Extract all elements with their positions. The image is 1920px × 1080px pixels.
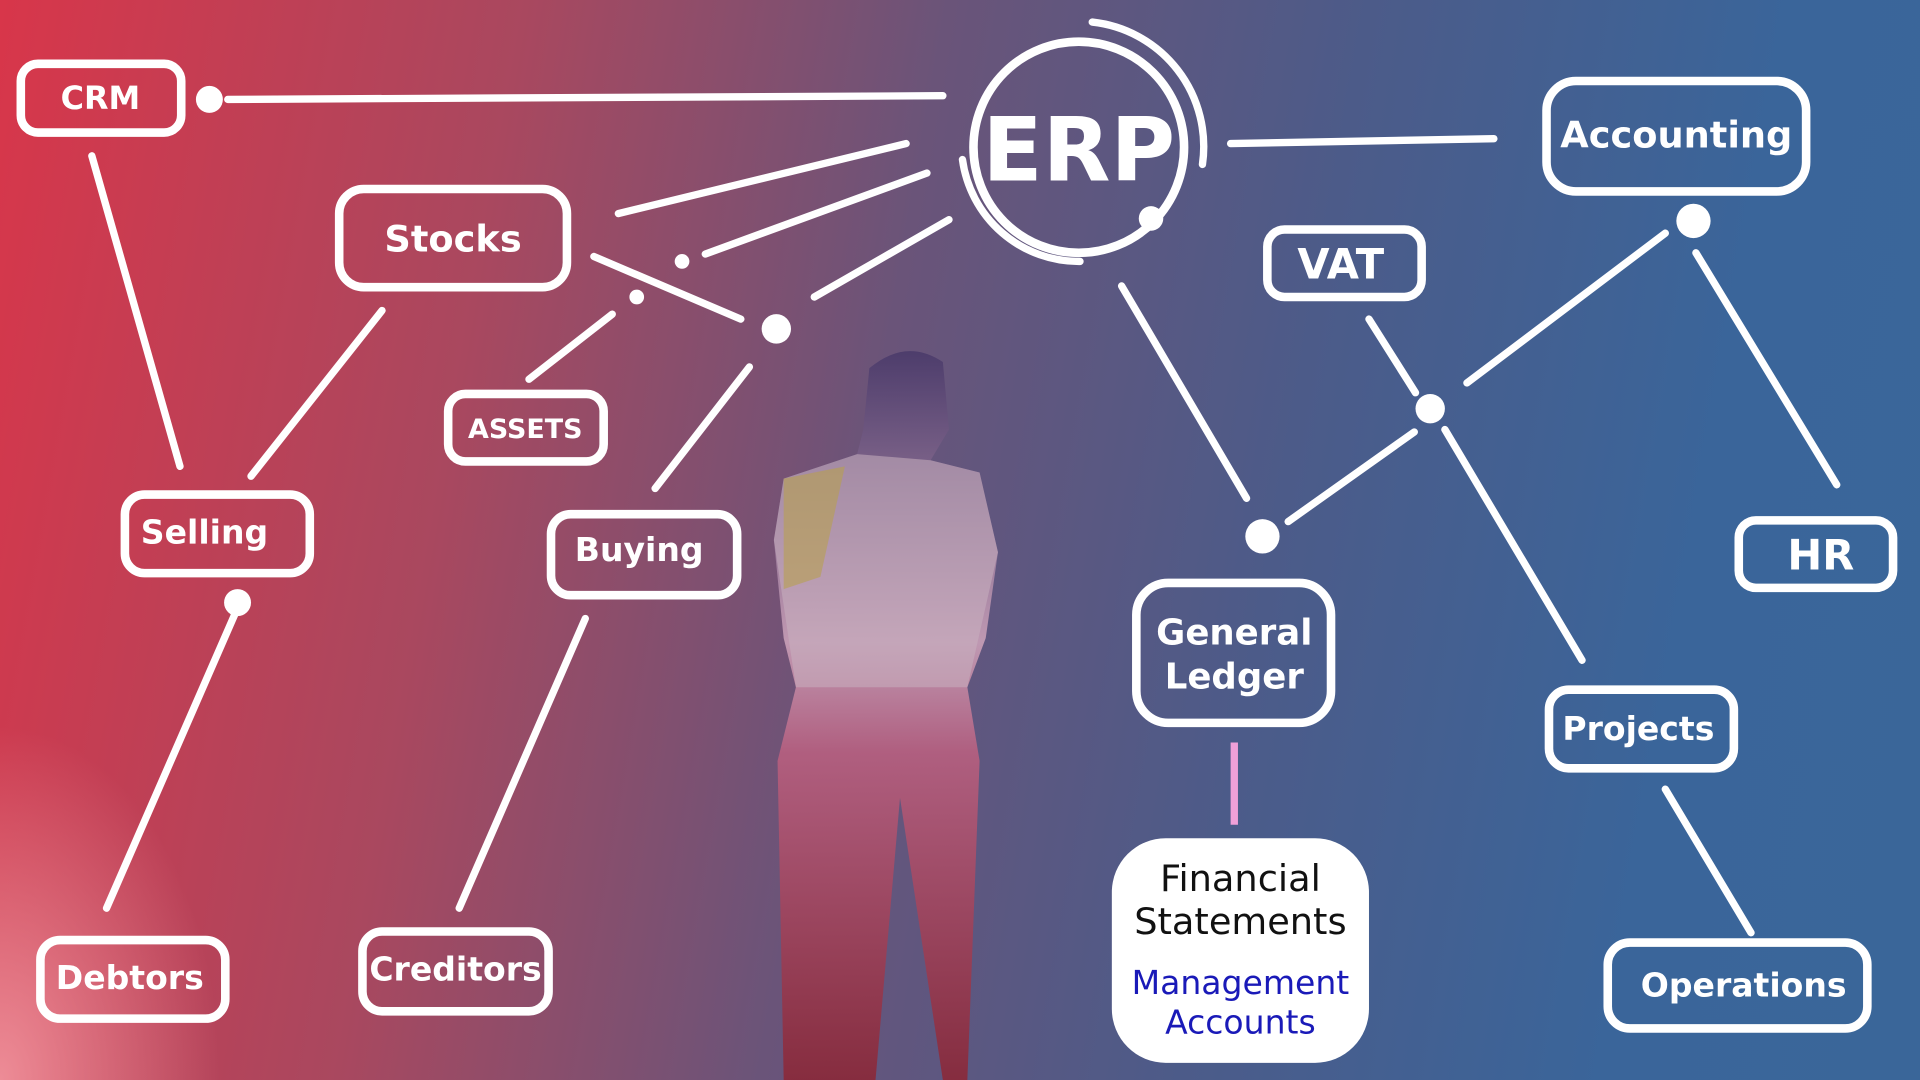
- erp-label: ERP: [982, 98, 1175, 201]
- financial-statements-box[interactable]: Financial Statements Management Accounts: [1111, 838, 1369, 1063]
- nodes-vat-label: VAT: [1297, 240, 1384, 289]
- node-buying[interactable]: Buying: [546, 509, 742, 600]
- nodes-general_ledger-1-label: Ledger: [1165, 656, 1305, 697]
- node-selling[interactable]: Selling: [120, 490, 315, 578]
- nodes-operations-label: Operations: [1641, 966, 1847, 1005]
- erp-hub[interactable]: ERP: [958, 18, 1208, 266]
- background-swoosh: [0, 490, 368, 1080]
- nodes-assets-label: ASSETS: [468, 414, 583, 445]
- node-creditors[interactable]: Creditors: [358, 927, 553, 1016]
- nodes-crm-label: CRM: [61, 79, 141, 117]
- nodes-buying-label: Buying: [575, 530, 704, 569]
- nodes-accounting-label: Accounting: [1560, 113, 1792, 156]
- nodes-debtors-label: Debtors: [56, 958, 204, 997]
- node-operations[interactable]: Operations: [1603, 938, 1872, 1033]
- accounts-label: Accounts: [1165, 1002, 1316, 1041]
- nodes-selling-label: Selling: [141, 513, 268, 552]
- financial-label: Financial: [1160, 857, 1321, 900]
- nodes-stocks-label: Stocks: [384, 218, 521, 261]
- node-debtors[interactable]: Debtors: [36, 935, 230, 1023]
- node-projects[interactable]: Projects: [1544, 685, 1739, 773]
- statements-label: Statements: [1134, 900, 1346, 943]
- node-accounting[interactable]: Accounting: [1542, 76, 1811, 196]
- nodes-hr-label: HR: [1787, 530, 1854, 579]
- nodes-creditors-label: Creditors: [369, 950, 541, 989]
- connector-lines: [88, 92, 1841, 937]
- connector-dots: [195, 85, 1711, 617]
- node-general-ledger[interactable]: General Ledger: [1132, 578, 1336, 728]
- node-stocks[interactable]: Stocks: [334, 184, 572, 292]
- node-hr[interactable]: HR: [1734, 516, 1898, 593]
- management-label: Management: [1132, 963, 1350, 1002]
- node-assets[interactable]: ASSETS: [443, 389, 608, 466]
- nodes-general_ledger-0-label: General: [1156, 612, 1312, 653]
- person-silhouette: [773, 351, 998, 1080]
- nodes-projects-label: Projects: [1562, 709, 1714, 748]
- node-vat[interactable]: VAT: [1263, 225, 1426, 302]
- node-crm[interactable]: CRM: [16, 59, 186, 137]
